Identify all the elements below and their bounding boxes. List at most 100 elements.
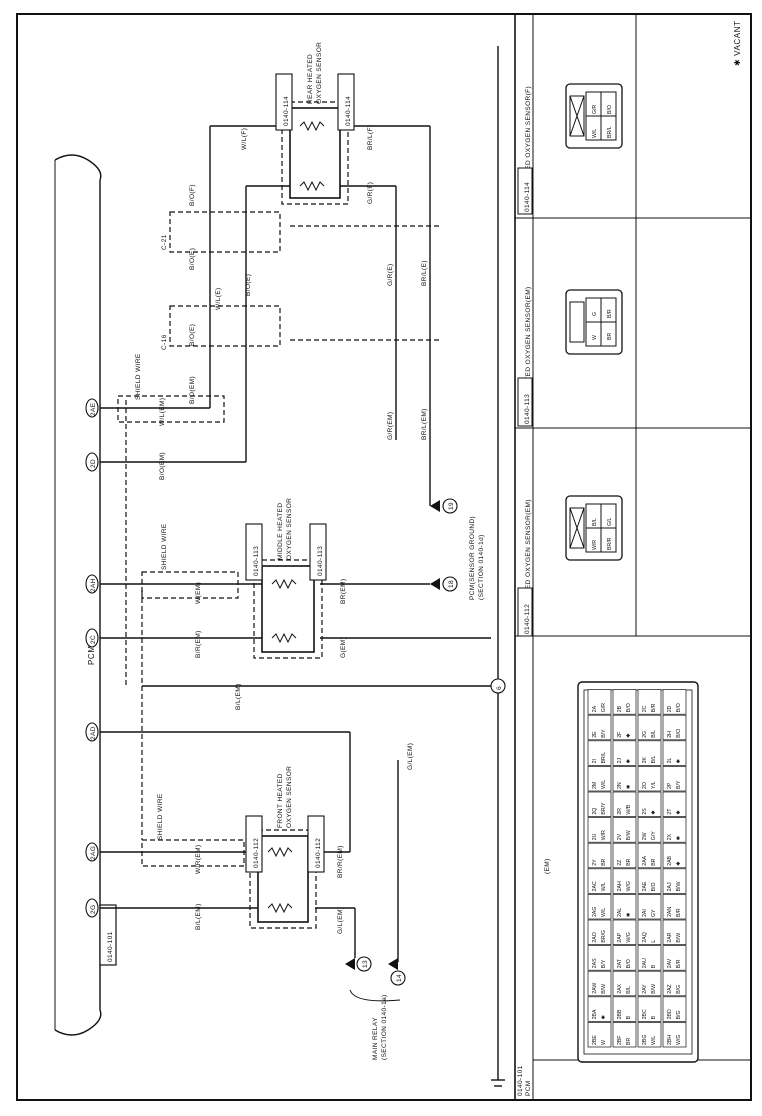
label-c16: C-16 — [161, 334, 168, 350]
pcm-pin-id: 2BB — [617, 1009, 623, 1019]
label-brl-em: BR/L(EM) — [421, 408, 428, 440]
pcm-pin-id: 2T — [667, 808, 673, 815]
rear-pin-1: W/L — [592, 129, 598, 138]
pcm-pin-id: 2P — [667, 782, 673, 789]
label-c21: C-21 — [161, 234, 168, 250]
label-bo-e-c16: B/O(E) — [189, 324, 196, 346]
pcm-pin-cell — [612, 894, 637, 920]
label-wl-e: W/L(E) — [215, 287, 222, 310]
pcm-pin-color: Y/L — [651, 781, 657, 789]
pcm-pin-cell — [662, 1022, 687, 1048]
pcm-pin-color: W/B — [626, 804, 632, 814]
pcm-pin-cell — [662, 766, 687, 792]
middle-id-box-b — [309, 523, 327, 581]
front-sensor-shield — [249, 829, 317, 929]
pcm-pin-color: ✱ — [626, 733, 632, 738]
pcm-pin-cell — [587, 740, 612, 766]
relay-bracket — [349, 989, 401, 1002]
c21-connector — [169, 211, 281, 253]
pcm-pin-color: B/W — [651, 984, 657, 994]
svg-text:2AE: 2AE — [90, 402, 97, 416]
pcm-pin-id: 2AL — [617, 908, 623, 917]
pcm-pin-color: ✱ — [676, 758, 682, 763]
pcm-pin-cell — [587, 919, 612, 945]
rear-sensor-symbol — [299, 180, 325, 192]
pcm-pin-id: 2AW — [592, 983, 598, 994]
label-bl-em-drain: B/L(EM) — [235, 683, 242, 710]
pcm-pin-cell — [587, 714, 612, 741]
panel-pcm-name: PCM — [525, 1080, 532, 1096]
panel-front-title: FRONT HEATED OXYGEN SENSOR(EM) — [525, 499, 532, 634]
label-brl-f: BR/L(F) — [367, 124, 374, 150]
pcm-pin-color: BR/G — [601, 930, 607, 943]
pcm-pin-color: W — [601, 1040, 607, 1045]
pcm-pin-id: 2AV — [667, 958, 673, 968]
middle-name-2: OXYGEN SENSOR — [286, 498, 293, 560]
shield-front — [141, 839, 245, 867]
pcm-pin-cell — [587, 791, 612, 817]
pcm-pin-cell — [612, 1022, 637, 1048]
pcm-pin-color: G/R — [601, 703, 607, 712]
pcm-pin-color: B/O — [676, 729, 682, 738]
label-bo-e-2: B/O(E) — [245, 274, 252, 296]
pcm-pin-color: W/G — [626, 932, 632, 942]
label-bo-em-2: B/O(EM) — [189, 376, 196, 404]
pcm-pin-color: W/G — [626, 881, 632, 891]
label-bl-em: B/L(EM) — [195, 903, 202, 930]
arrow-14 — [388, 958, 398, 970]
pcm-pin-id: 2AJ — [667, 882, 673, 891]
rear-id-b: 0140-114 — [345, 96, 352, 126]
pcm-pin-color: B/W — [601, 984, 607, 994]
pcm-pin-cell — [662, 919, 687, 945]
pcm-pin-id: 2N — [617, 782, 623, 789]
label-g-em: G(EM) — [340, 637, 347, 658]
pcm-pin-id: 2AQ — [642, 932, 648, 942]
sheet-border — [16, 13, 752, 1101]
label-gr-f: G/R(F) — [367, 182, 374, 204]
label-shield-front: SHIELD WIRE — [157, 793, 164, 840]
pcm-pin-id: 2AR — [667, 932, 673, 942]
pcm-pin-id: 2U — [592, 833, 598, 840]
rear-name-2: OXYGEN SENSOR — [316, 42, 323, 104]
pcm-pin-color: B — [626, 1015, 632, 1019]
rear-pin-2: G/R — [592, 105, 598, 114]
ground-14 — [390, 970, 406, 986]
rear-sensor-shield — [281, 101, 349, 205]
pcm-pin-color: B/W — [676, 933, 682, 943]
pcm-pin-color: B/Y — [601, 959, 607, 968]
label-bo-e-c21: B/O(E) — [189, 248, 196, 270]
pcm-pin-id: 2AC — [592, 881, 598, 891]
pcm-pin-color: B — [651, 1015, 657, 1019]
pcm-sensor-ground-1: PCM(SENSOR GROUND) — [469, 516, 476, 600]
pcm-pin-2C: 2C — [85, 628, 99, 648]
panel-rear-id: 0140-114 — [524, 182, 531, 212]
pcm-pin-id: 2AG — [592, 907, 598, 917]
pcm-pin-color: B — [651, 964, 657, 968]
pcm-pin-color: B/W — [626, 830, 632, 840]
front-sensor-symbol — [267, 902, 293, 914]
pcm-pin-id: 2BC — [642, 1009, 648, 1019]
pcm-pin-2D: 2D — [85, 452, 99, 472]
pcm-bracket — [54, 154, 102, 1036]
pcm-pin-cell — [612, 766, 637, 792]
label-br-em: BR(EM) — [340, 578, 347, 604]
pcm-pin-id: 2AS — [592, 958, 598, 968]
pcm-pin-cell — [637, 894, 662, 920]
pcm-pin-id: 2C — [642, 705, 648, 712]
svg-text:2AH: 2AH — [90, 578, 97, 592]
pcm-pin-cell — [637, 766, 662, 792]
pcm-pin-color: W/L — [601, 780, 607, 789]
pcm-pin-color: B/Y — [676, 780, 682, 789]
front-pin-2: B/L — [592, 518, 598, 526]
pcm-pin-color: BR/L — [601, 752, 607, 764]
pcm-label: PCM — [87, 645, 96, 665]
pcm-pin-id: 2E — [592, 731, 598, 738]
pcm-pin-color: ✱ — [626, 912, 632, 917]
pcm-pin-color: W/R — [601, 830, 607, 840]
arrow-13 — [345, 958, 355, 970]
pcm-pin-cell — [637, 714, 662, 741]
label-brl-e: BR/L(E) — [421, 260, 428, 286]
label-gr-em: G/R(EM) — [387, 412, 394, 440]
ground-19 — [442, 498, 458, 514]
pcm-pin-color: B/W — [676, 881, 682, 891]
